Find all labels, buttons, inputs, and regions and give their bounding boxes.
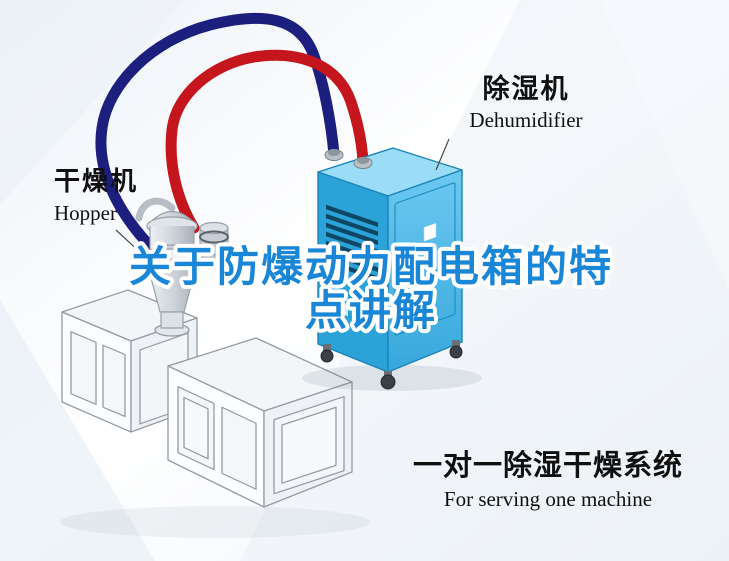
dehumidifier-vents (326, 204, 378, 317)
hopper-illustration (135, 197, 229, 329)
dehumidifier-label-en: Dehumidifier (469, 108, 583, 133)
dehumidifier-illustration (302, 147, 482, 391)
dehumidifier-label: 除湿机 Dehumidifier (440, 74, 612, 132)
pipe-red (165, 49, 369, 234)
title-line1: 关于防爆动力配电箱的特 (129, 242, 613, 291)
hopper-label-zh: 干燥机 (54, 167, 139, 197)
system-caption: 一对一除湿干燥系统 For serving one machine (398, 448, 698, 512)
leader-line-dehumidifier (435, 138, 450, 171)
extruder-illustration (60, 289, 370, 538)
hopper-label-en: Hopper (54, 200, 117, 225)
hopper-label: 干燥机 Hopper (54, 167, 194, 225)
dehumidifier-label-zh: 除湿机 (482, 74, 570, 105)
dehumidifier-wheels (320, 340, 463, 390)
leader-line-hopper (115, 229, 146, 258)
pipe-blue (95, 12, 340, 252)
hose-connectors (324, 149, 373, 169)
system-caption-en: For serving one machine (443, 487, 653, 512)
dehumidifier-door (394, 182, 456, 336)
title-line2: 点讲解 (305, 286, 437, 335)
system-caption-zh: 一对一除湿干燥系统 (412, 448, 683, 482)
